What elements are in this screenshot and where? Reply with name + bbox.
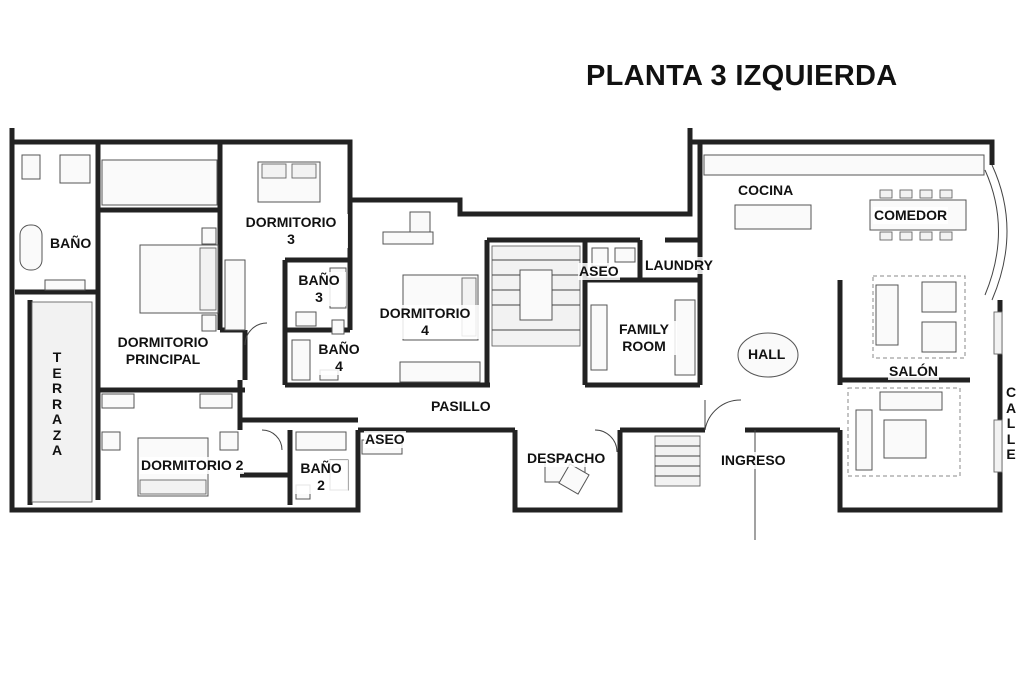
interior-walls [15, 142, 970, 505]
room-family-room-line1: FAMILY [618, 321, 670, 337]
room-despacho: DESPACHO [526, 450, 607, 467]
room-bano: BAÑO [49, 235, 93, 252]
room-bano-3: BAÑO 3 [292, 272, 346, 306]
room-dormitorio-3-line1: DORMITORIO [245, 214, 337, 230]
room-bano-3-line1: BAÑO [298, 272, 340, 288]
room-hall: HALL [748, 346, 786, 362]
door-swings [244, 322, 756, 540]
room-dormitorio-principal-line1: DORMITORIO [117, 334, 209, 350]
room-bano-4: BAÑO 4 [312, 341, 366, 375]
room-terraza: TERRAZA [51, 349, 63, 458]
entrance-stairs [654, 435, 701, 487]
room-bano-2: BAÑO 2 [294, 460, 348, 494]
exterior-walls [9, 128, 1003, 513]
room-salon: SALÓN [888, 363, 939, 380]
room-bano-2-line1: BAÑO [300, 460, 342, 476]
room-aseo-top: ASEO [578, 263, 620, 280]
street-calle: CALLE [1005, 384, 1017, 462]
room-bano-4-line2: 4 [335, 358, 343, 374]
room-family-room-line2: ROOM [622, 338, 666, 354]
room-dormitorio-principal-line2: PRINCIPAL [125, 351, 201, 367]
bay-window [984, 164, 1008, 473]
room-cocina: COCINA [737, 182, 795, 199]
room-dormitorio-4: DORMITORIO 4 [368, 305, 482, 339]
room-bano-3-line2: 3 [315, 289, 323, 305]
room-laundry: LAUNDRY [644, 257, 714, 274]
plan-title: PLANTA 3 IZQUIERDA [586, 60, 898, 92]
room-dormitorio-3-line2: 3 [287, 231, 295, 247]
room-pasillo: PASILLO [430, 398, 492, 415]
room-family-room: FAMILY ROOM [611, 321, 677, 355]
room-dormitorio-4-line1: DORMITORIO [379, 305, 471, 321]
room-dormitorio-3: DORMITORIO 3 [234, 214, 348, 248]
room-dormitorio-principal: DORMITORIO PRINCIPAL [104, 334, 222, 368]
room-comedor: COMEDOR [873, 207, 949, 224]
room-bano-4-line1: BAÑO [318, 341, 360, 357]
room-dormitorio-4-line2: 4 [421, 322, 429, 338]
room-aseo-bottom: ASEO [364, 431, 406, 448]
room-dormitorio-2: DORMITORIO 2 [140, 457, 245, 474]
stair-core [491, 245, 581, 347]
room-bano-2-line2: 2 [317, 477, 325, 493]
room-ingreso: INGRESO [720, 452, 787, 469]
